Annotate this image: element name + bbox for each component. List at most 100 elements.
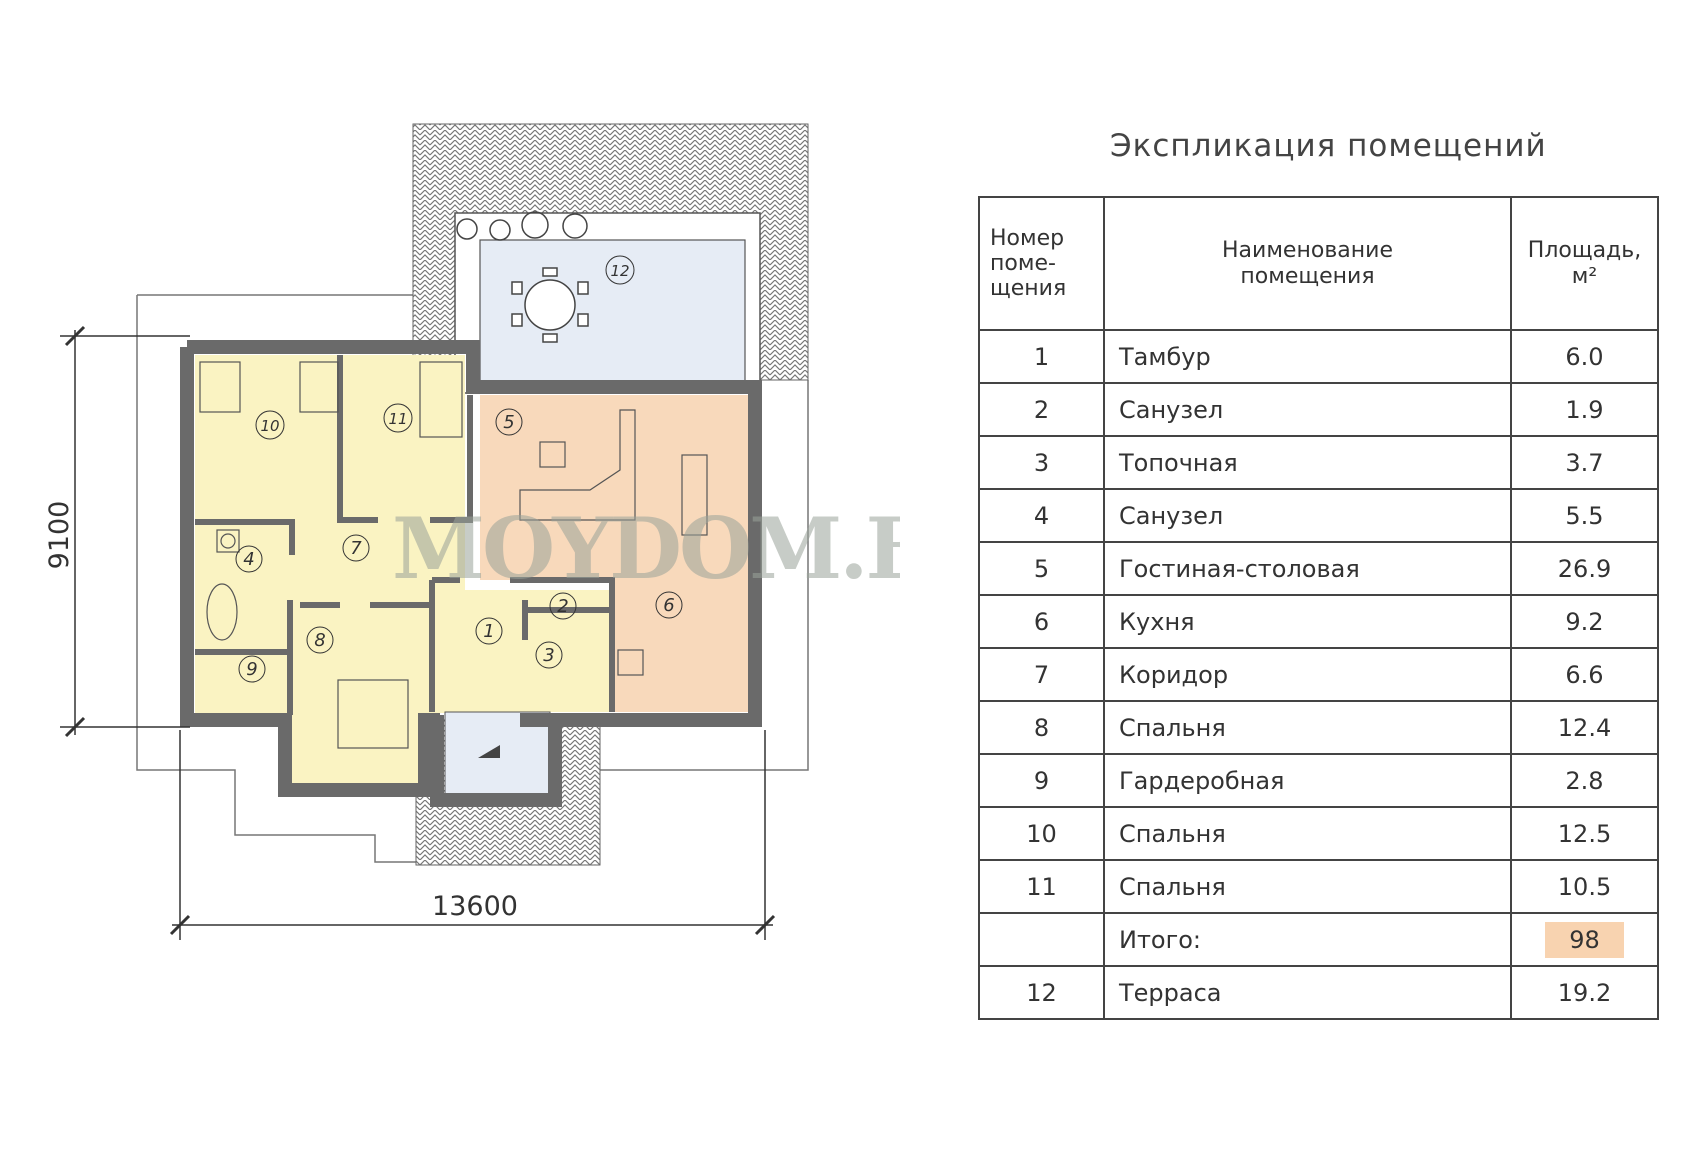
room-name-cell: Коридор — [1103, 647, 1512, 702]
dining-table-icon — [511, 267, 589, 343]
svg-text:10: 10 — [260, 417, 279, 435]
room-label-10: 10 — [255, 410, 285, 440]
room-area: 6.6 — [1565, 660, 1604, 689]
room-number: 1 — [1033, 342, 1050, 371]
room-area-cell: 19.2 — [1510, 965, 1659, 1020]
svg-text:7: 7 — [350, 538, 362, 559]
roof-outline — [136, 294, 809, 863]
dimension-height — [60, 325, 190, 738]
room-name-cell: Кухня — [1103, 594, 1512, 649]
room-area-cell: 6.0 — [1510, 329, 1659, 384]
room-area-cell: 12.5 — [1510, 806, 1659, 861]
svg-text:8: 8 — [314, 630, 325, 651]
room-schedule-table: Номер поме- щения Наименование помещения… — [978, 196, 1659, 1020]
room-number-cell: 7 — [978, 647, 1105, 702]
svg-text:9: 9 — [246, 659, 257, 680]
room-name: Санузел — [1119, 501, 1224, 530]
room-area-cell: 12.4 — [1510, 700, 1659, 755]
room-number-cell: 12 — [978, 965, 1105, 1020]
room-number-cell: 6 — [978, 594, 1105, 649]
furniture — [199, 361, 708, 749]
room-name-cell: Санузел — [1103, 382, 1512, 437]
room-number: 5 — [1033, 554, 1050, 583]
table-row: 7 Коридор 6.6 — [978, 647, 1659, 702]
partitions — [195, 355, 615, 715]
room-label-8: 8 — [306, 626, 334, 654]
room-area: 98 — [1545, 921, 1624, 958]
room-number: 4 — [1033, 501, 1050, 530]
room-number-cell: 3 — [978, 435, 1105, 490]
room-number: 10 — [1026, 819, 1057, 848]
room-number-cell: 1 — [978, 329, 1105, 384]
table-row: 2 Санузел 1.9 — [978, 382, 1659, 437]
room-number-cell — [978, 912, 1105, 967]
entrance-arrow-icon — [478, 745, 500, 758]
room-number: 9 — [1033, 766, 1050, 795]
table-row: 10 Спальня 12.5 — [978, 806, 1659, 861]
room-area-cell: 2.8 — [1510, 753, 1659, 808]
room-number: 12 — [1026, 978, 1057, 1007]
room-label-5: 5 — [495, 408, 523, 436]
header-line: Номер — [990, 225, 1065, 251]
room-label-2: 2 — [549, 592, 577, 620]
table-row: 11 Спальня 10.5 — [978, 859, 1659, 914]
room-name: Коридор — [1119, 660, 1229, 689]
room-number: 7 — [1033, 660, 1050, 689]
room-area-cell: 1.9 — [1510, 382, 1659, 437]
room-name-cell: Тамбур — [1103, 329, 1512, 384]
room-label-9: 9 — [238, 655, 266, 683]
room-label-1: 1 — [475, 617, 503, 645]
svg-text:3: 3 — [543, 645, 554, 666]
room-number: 8 — [1033, 713, 1050, 742]
table-row: 1 Тамбур 6.0 — [978, 329, 1659, 384]
room-area-cell: 6.6 — [1510, 647, 1659, 702]
room-area: 12.5 — [1557, 819, 1612, 848]
svg-text:4: 4 — [243, 549, 254, 570]
header-line: м² — [1571, 263, 1598, 289]
room-number: 3 — [1033, 448, 1050, 477]
header-number: Номер поме- щения — [978, 196, 1105, 331]
room-name-cell: Топочная — [1103, 435, 1512, 490]
room-area: 10.5 — [1557, 872, 1612, 901]
room-number-cell: 11 — [978, 859, 1105, 914]
room-labels: 1 2 3 4 5 6 7 8 9 10 11 12 — [235, 255, 683, 683]
room-label-7: 7 — [342, 534, 370, 562]
room-area-cell: 9.2 — [1510, 594, 1659, 649]
room-number: 6 — [1033, 607, 1050, 636]
svg-text:2: 2 — [557, 596, 568, 617]
svg-text:6: 6 — [663, 595, 674, 616]
table-row: 4 Санузел 5.5 — [978, 488, 1659, 543]
room-number-cell: 4 — [978, 488, 1105, 543]
dimension-width-label: 13600 — [432, 891, 518, 922]
table-header-row: Номер поме- щения Наименование помещения… — [978, 196, 1659, 331]
room-name-cell: Гостиная-столовая — [1103, 541, 1512, 596]
svg-text:11: 11 — [388, 410, 407, 428]
header-line: Наименование — [1222, 238, 1393, 264]
room-number: 11 — [1026, 872, 1057, 901]
dimension-width — [169, 730, 776, 940]
room-area-cell: 5.5 — [1510, 488, 1659, 543]
header-line: помещения — [1240, 263, 1375, 289]
header-line: поме- — [990, 250, 1056, 276]
header-line: щения — [990, 276, 1067, 302]
room-name: Гостиная-столовая — [1119, 554, 1360, 583]
header-line: Площадь, — [1527, 238, 1642, 264]
floor-plan: 1 2 3 4 5 6 7 8 9 10 11 12 MOYDOM.BY 910… — [44, 123, 900, 940]
room-number: 2 — [1033, 395, 1050, 424]
room-area: 6.0 — [1565, 342, 1604, 371]
header-name: Наименование помещения — [1103, 196, 1512, 331]
room-area-cell: 98 — [1510, 912, 1659, 967]
room-name-cell: Спальня — [1103, 859, 1512, 914]
header-area: Площадь, м² — [1510, 196, 1659, 331]
room-name: Спальня — [1119, 872, 1226, 901]
room-name: Санузел — [1119, 395, 1224, 424]
room-label-11: 11 — [383, 403, 413, 433]
room-label-12: 12 — [605, 255, 635, 285]
room-name: Спальня — [1119, 819, 1226, 848]
room-number-cell: 9 — [978, 753, 1105, 808]
room-name-cell: Спальня — [1103, 806, 1512, 861]
